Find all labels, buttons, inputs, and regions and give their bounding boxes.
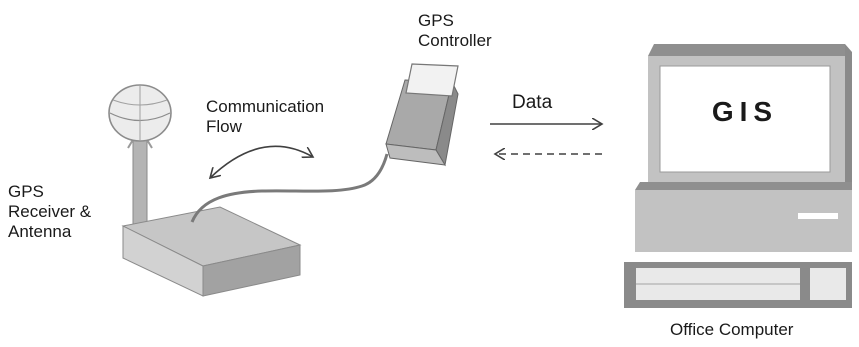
gps-receiver-label-line2: Receiver & [8, 202, 92, 222]
screen-text: GIS [711, 96, 779, 127]
data-label: Data [512, 92, 553, 113]
connection-cable [190, 153, 389, 223]
gps-receiver-label: GPS Receiver & Antenna [8, 182, 91, 242]
gps-controller-label-line2: Controller [418, 31, 492, 51]
office-computer-label: Office Computer [670, 320, 794, 339]
gps-controller-icon [385, 63, 459, 167]
gps-receiver-label-line1: GPS [8, 182, 44, 201]
gps-controller-label: GPS Controller [418, 11, 492, 51]
receiver-box-icon [121, 206, 302, 297]
communication-flow-arrow [210, 145, 313, 178]
communication-flow-label: Communication Flow [206, 97, 324, 137]
communication-flow-label-line1: Communication [206, 97, 325, 116]
gps-receiver-label-line3: Antenna [8, 222, 72, 242]
antenna-icon [108, 84, 172, 233]
gps-controller-label-line1: GPS [418, 11, 454, 30]
computer-icon [624, 44, 852, 308]
communication-flow-label-line2: Flow [206, 117, 242, 137]
